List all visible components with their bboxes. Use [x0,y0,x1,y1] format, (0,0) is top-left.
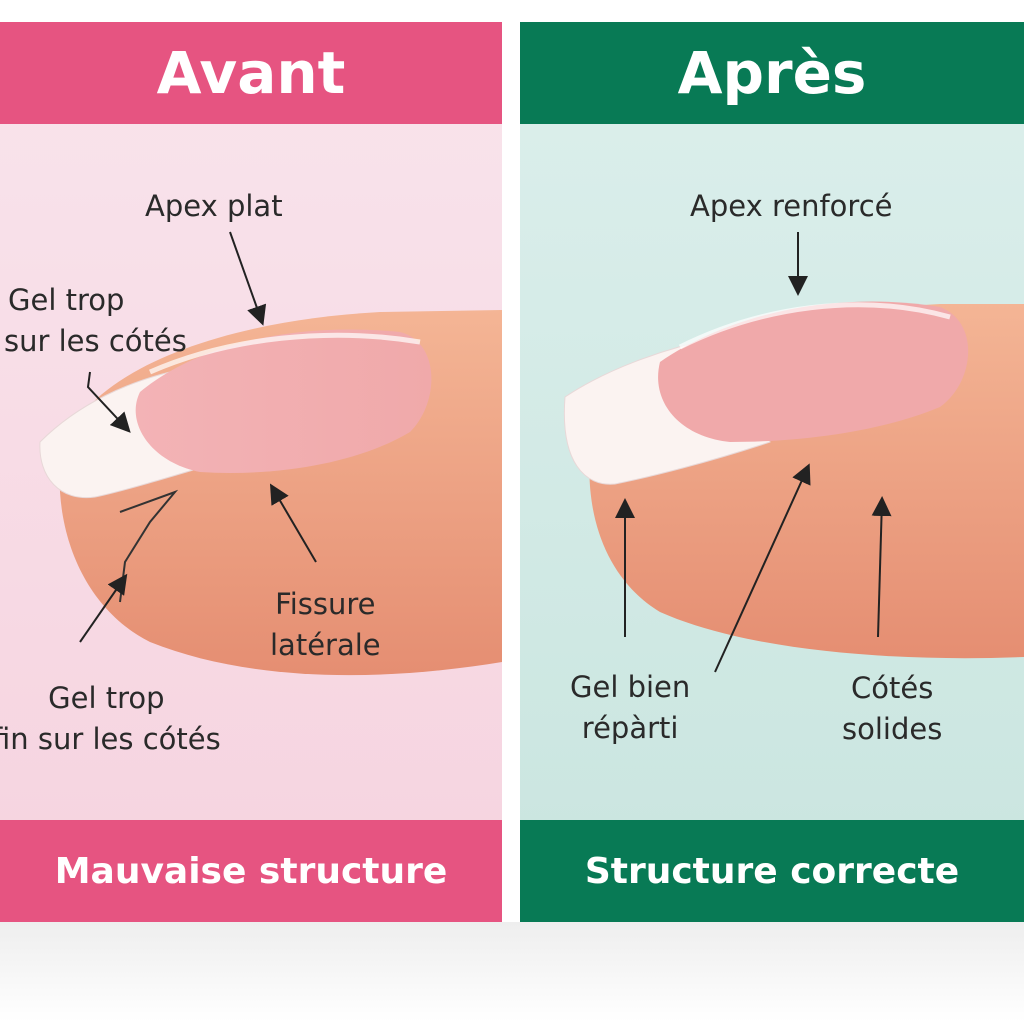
label-line: répàrti [581,711,679,745]
label-line: latérale [270,628,381,662]
label-line: fin sur les cótés [0,722,221,756]
label-even-gel: Gel bien répàrti [570,667,690,749]
before-nail-illustration [39,231,502,676]
after-panel: Après Apex renforcé Gel bien répàrti Cót… [520,22,1024,922]
after-nail-illustration [563,232,1024,673]
label-lateral-crack: Fissure latérale [270,584,381,666]
label-reinforced-apex: Apex renforcé [690,189,893,223]
label-sides-top: Gel trop sur les cótés [4,280,187,362]
before-panel: Avant Apex plat Gel trop sur les cótés F… [0,22,502,922]
label-line: Gel bien [570,670,691,704]
label-apex-flat: Apex plat [145,189,283,223]
label-line: Gel trop [48,681,165,715]
label-line: solides [842,712,943,746]
after-title: Après [520,22,1024,124]
label-sides-bottom: Gel trop fin sur les cótés [0,678,221,760]
label-line: Cótés [851,671,934,705]
bottom-shadow [0,922,1024,1022]
nail-bed [135,329,432,473]
label-line: Gel trop [8,283,125,317]
label-solid-sides: Cótés solides [842,668,942,750]
label-line: sur les cótés [4,324,187,358]
nail-bed [658,301,969,442]
before-footer: Mauvaise structure [0,820,502,922]
label-line: Fissure [275,587,376,621]
after-footer: Structure correcte [520,820,1024,922]
before-title: Avant [0,22,502,124]
